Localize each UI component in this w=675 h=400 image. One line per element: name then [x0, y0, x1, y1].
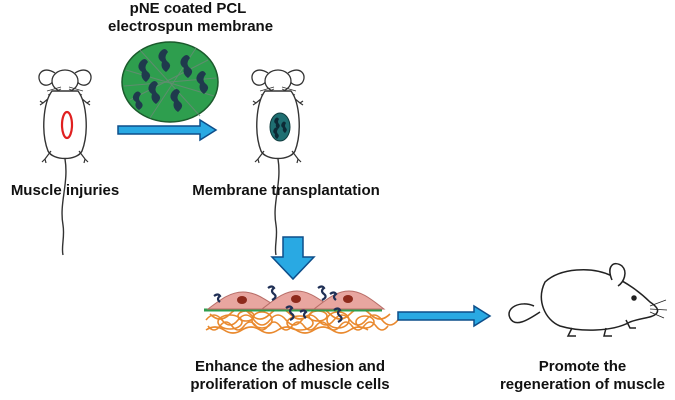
injured-mouse-icon	[38, 69, 92, 256]
step-enhance-line1: Enhance the adhesion and	[194, 358, 386, 375]
membrane-title-line1: pNE coated PCL	[129, 0, 247, 17]
step-promote-line2: regeneration of muscle	[499, 376, 666, 393]
transplanted-mouse-icon	[251, 69, 305, 256]
step-muscle-injuries: Muscle injuries	[10, 182, 120, 199]
arrow-to-transplant-icon	[117, 118, 218, 142]
step-enhance-line2: proliferation of muscle cells	[190, 376, 390, 393]
step-promote-line1: Promote the	[538, 358, 627, 375]
step-promote-regeneration: Promote the regeneration of muscle	[490, 358, 675, 394]
step-membrane-transplantation: Membrane transplantation	[192, 182, 380, 199]
implanted-membrane-icon	[269, 112, 291, 142]
membrane-disc-icon	[121, 41, 219, 123]
injury-mark-icon	[60, 110, 74, 140]
arrow-to-regeneration-icon	[397, 304, 492, 328]
membrane-title-line2: electrospun membrane	[108, 18, 274, 35]
mouse-side-view-icon	[508, 262, 668, 337]
arrow-down-icon	[270, 236, 316, 281]
muscle-cells-on-fibers-icon	[204, 285, 399, 334]
step-enhance-adhesion: Enhance the adhesion and proliferation o…	[170, 358, 410, 394]
membrane-title: pNE coated PCL electrospun membrane	[108, 0, 274, 36]
